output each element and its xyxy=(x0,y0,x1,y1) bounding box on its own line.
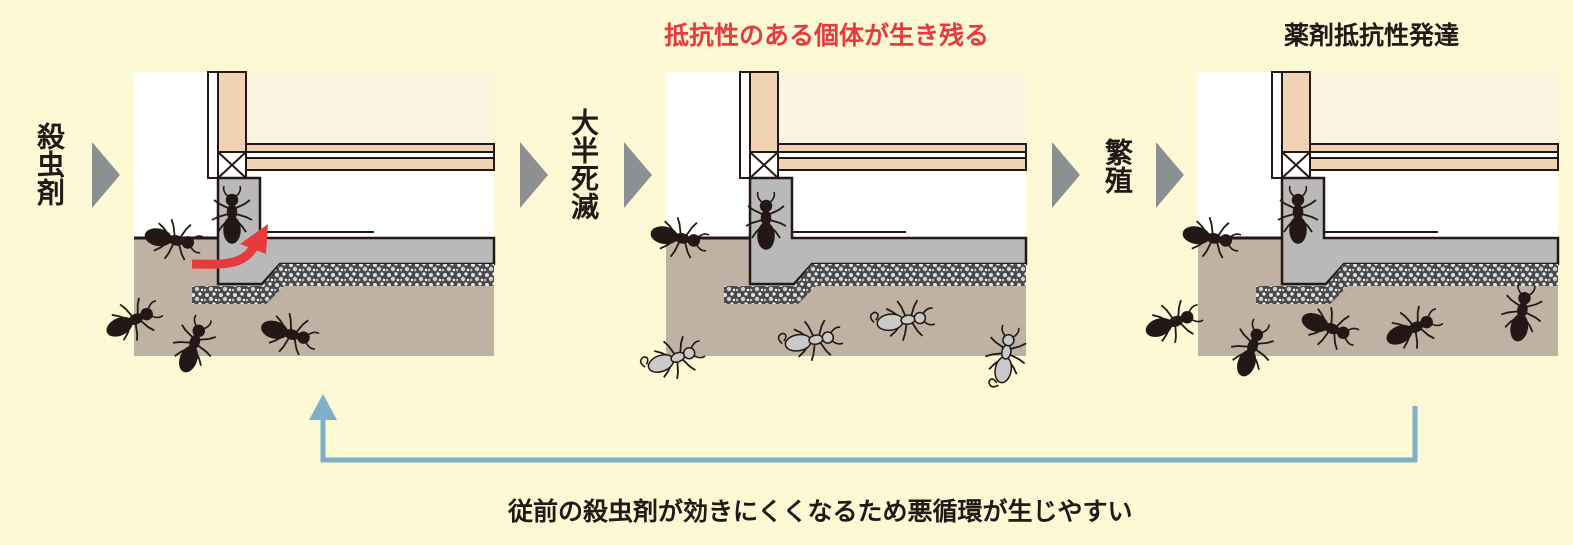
mostly-die-label: 大半死滅 xyxy=(567,108,600,220)
foundation-diagram-1 xyxy=(106,71,496,373)
ant-icon xyxy=(261,312,320,356)
ant-icon xyxy=(1386,305,1444,349)
ant-icon xyxy=(1231,318,1274,377)
survivors-heading: 抵抗性のある個体が生き残る xyxy=(664,21,990,50)
panel-resistance xyxy=(1145,71,1560,377)
ant-icon xyxy=(1182,217,1242,259)
ant-icon xyxy=(173,314,216,373)
breed-label: 繁殖 xyxy=(1101,138,1134,194)
panel-pesticide-application xyxy=(106,71,496,373)
step-arrow-1 xyxy=(92,142,120,208)
ant-icon xyxy=(1277,185,1319,244)
ant-icon xyxy=(1301,307,1360,350)
step-arrow-2 xyxy=(520,142,548,208)
ant-icon xyxy=(211,185,253,244)
ant-icon xyxy=(650,217,710,259)
ant-icon xyxy=(1501,282,1543,342)
ant-icon xyxy=(1145,300,1204,343)
foundation-diagram-2 xyxy=(639,71,1028,388)
step-arrow-4 xyxy=(1052,142,1080,208)
foundation-diagram-3 xyxy=(1145,71,1560,377)
step-arrow-3 xyxy=(624,142,652,208)
cycle-caption: 従前の殺虫剤が効きにくくなるため悪循環が生じやすい xyxy=(508,497,1133,526)
ant-icon xyxy=(745,191,787,250)
dead-ant-icon xyxy=(869,299,936,341)
panel-survivors xyxy=(639,71,1028,388)
ant-icon xyxy=(106,297,164,341)
dead-ant-icon xyxy=(639,336,706,379)
step-arrow-5 xyxy=(1156,142,1184,208)
pesticide-label: 殺虫剤 xyxy=(33,122,66,206)
dead-ant-icon xyxy=(985,324,1027,388)
resistance-heading: 薬剤抵抗性発達 xyxy=(1284,21,1460,50)
dead-ant-icon xyxy=(777,319,844,361)
ant-icon xyxy=(144,219,204,261)
